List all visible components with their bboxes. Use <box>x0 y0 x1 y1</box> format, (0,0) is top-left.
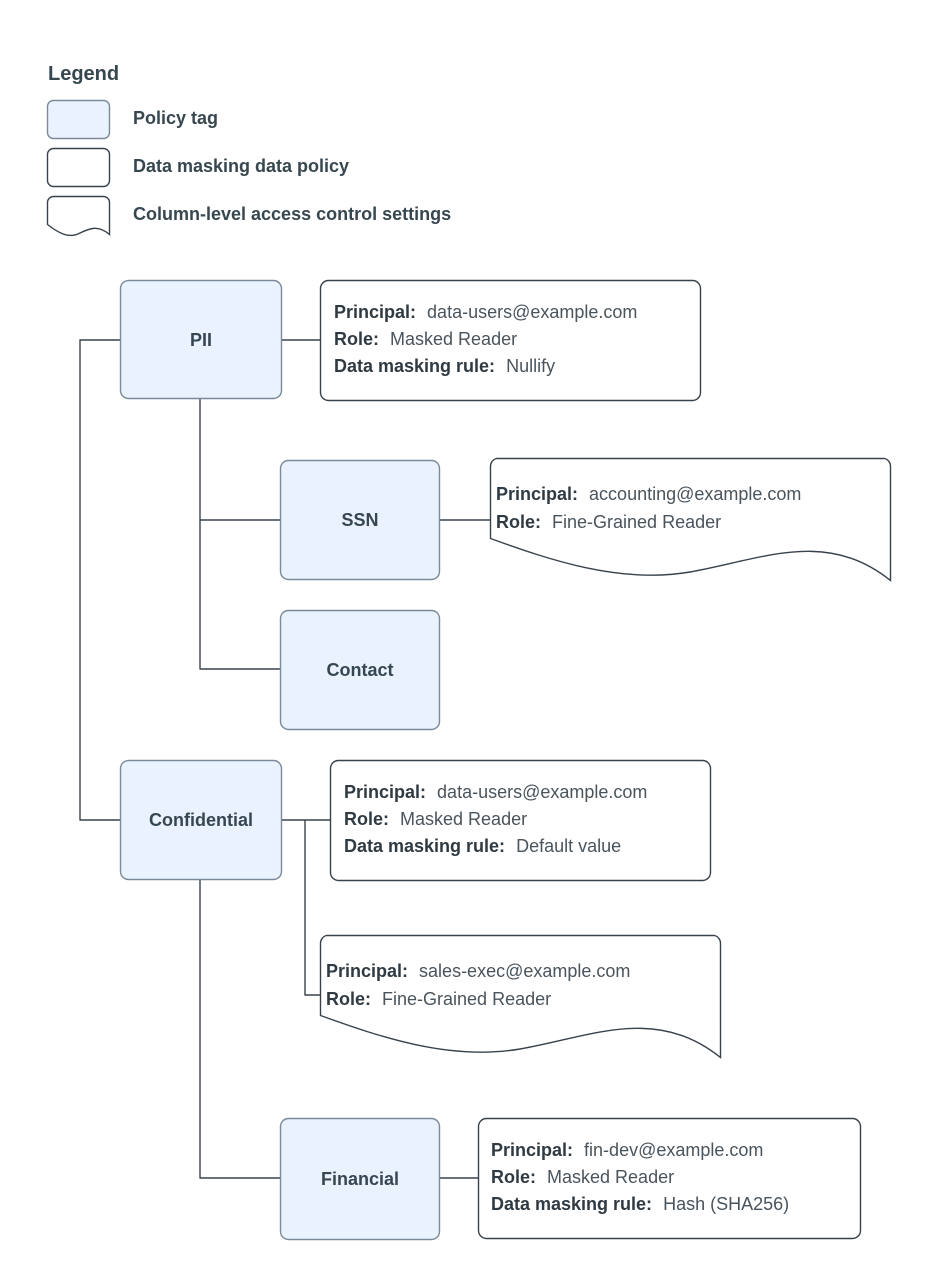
connector-lines <box>79 339 490 1179</box>
node-confidential-box[interactable] <box>119 759 283 881</box>
legend-label-column-level-access: Column-level access control settings <box>133 204 451 224</box>
legend-label-data-masking-policy: Data masking data policy <box>133 156 349 176</box>
detail-ssn-principal-value: accounting@example.com <box>589 484 801 504</box>
connector-confidential-financial <box>199 880 280 1179</box>
detail-box-pii-outline[interactable] <box>319 279 702 402</box>
connector-confidential-detail-2 <box>304 820 320 996</box>
node-confidential-label: Confidential <box>149 810 253 830</box>
detail-ssn-role-key: Role: <box>496 512 541 532</box>
detail-confidential-role: Role: Masked Reader <box>344 809 527 829</box>
detail-financial-masking-rule-key: Data masking rule: <box>491 1194 652 1214</box>
detail-pii-principal-value: data-users@example.com <box>427 302 637 322</box>
detail-pii-role: Role: Masked Reader <box>334 329 517 349</box>
detail-pii-role-value: Masked Reader <box>390 329 517 349</box>
policy-tag-swatch <box>46 99 111 140</box>
data-masking-policy-swatch <box>46 147 111 188</box>
detail-ssn-principal: Principal: accounting@example.com <box>496 484 801 504</box>
connector-pii-contact <box>199 520 280 670</box>
detail-ssn-role: Role: Fine-Grained Reader <box>496 512 721 532</box>
detail-confidential-masking-rule-key: Data masking rule: <box>344 836 505 856</box>
connector-pii-ssn <box>199 398 280 521</box>
detail-confidential-masking-rule: Data masking rule: Default value <box>344 836 621 856</box>
detail-box-confidential-1-outline[interactable] <box>329 759 712 882</box>
detail-box-financial-outline[interactable] <box>477 1117 862 1240</box>
node-financial-box[interactable] <box>279 1117 441 1241</box>
policy-tag-nodes: PII SSN Contact Confidential Financial <box>119 279 441 1241</box>
detail-box-ssn-outline[interactable] <box>489 457 892 582</box>
detail-confidential-role-key: Role: <box>344 809 389 829</box>
detail-confidential-principal-value: data-users@example.com <box>437 782 647 802</box>
node-contact-box[interactable] <box>279 609 441 731</box>
detail-box-pii-masking-policy[interactable]: Principal: data-users@example.com Role: … <box>319 279 702 402</box>
detail-sales-exec-role-value: Fine-Grained Reader <box>382 989 551 1009</box>
detail-sales-exec-principal: Principal: sales-exec@example.com <box>326 961 630 981</box>
detail-financial-principal-key: Principal: <box>491 1140 573 1160</box>
node-pii-label: PII <box>190 330 212 350</box>
detail-box-confidential-access-settings[interactable]: Principal: sales-exec@example.com Role: … <box>319 934 722 1059</box>
node-contact[interactable]: Contact <box>279 609 441 731</box>
detail-pii-masking-rule-key: Data masking rule: <box>334 356 495 376</box>
detail-confidential-principal: Principal: data-users@example.com <box>344 782 647 802</box>
detail-box-ssn-access-settings[interactable]: Principal: accounting@example.com Role: … <box>489 457 892 582</box>
detail-sales-exec-role: Role: Fine-Grained Reader <box>326 989 551 1009</box>
detail-financial-principal-value: fin-dev@example.com <box>584 1140 763 1160</box>
detail-ssn-role-value: Fine-Grained Reader <box>552 512 721 532</box>
legend: Legend Policy tag Data masking data poli… <box>46 63 451 237</box>
legend-label-policy-tag: Policy tag <box>133 108 218 128</box>
detail-sales-exec-principal-value: sales-exec@example.com <box>419 961 630 981</box>
node-confidential[interactable]: Confidential <box>119 759 283 881</box>
detail-sales-exec-role-key: Role: <box>326 989 371 1009</box>
detail-box-confidential-2-outline[interactable] <box>319 934 722 1059</box>
detail-confidential-principal-key: Principal: <box>344 782 426 802</box>
connector-trunk-pii-confidential <box>79 339 120 821</box>
detail-pii-role-key: Role: <box>334 329 379 349</box>
detail-box-confidential-masking-policy[interactable]: Principal: data-users@example.com Role: … <box>329 759 712 882</box>
node-pii-box[interactable] <box>119 279 283 400</box>
node-ssn-label: SSN <box>341 510 378 530</box>
detail-financial-masking-rule-value: Hash (SHA256) <box>663 1194 789 1214</box>
column-level-access-swatch <box>46 195 111 237</box>
detail-sales-exec-principal-key: Principal: <box>326 961 408 981</box>
detail-pii-masking-rule: Data masking rule: Nullify <box>334 356 555 376</box>
detail-pii-principal-key: Principal: <box>334 302 416 322</box>
detail-financial-role: Role: Masked Reader <box>491 1167 674 1187</box>
detail-pii-principal: Principal: data-users@example.com <box>334 302 637 322</box>
detail-confidential-role-value: Masked Reader <box>400 809 527 829</box>
node-financial[interactable]: Financial <box>279 1117 441 1241</box>
node-financial-label: Financial <box>321 1169 399 1189</box>
detail-ssn-principal-key: Principal: <box>496 484 578 504</box>
detail-pii-masking-rule-value: Nullify <box>506 356 555 376</box>
detail-financial-masking-rule: Data masking rule: Hash (SHA256) <box>491 1194 789 1214</box>
legend-title: Legend <box>48 63 119 85</box>
detail-financial-role-value: Masked Reader <box>547 1167 674 1187</box>
node-contact-label: Contact <box>327 660 394 680</box>
detail-financial-principal: Principal: fin-dev@example.com <box>491 1140 763 1160</box>
detail-box-financial-masking-policy[interactable]: Principal: fin-dev@example.com Role: Mas… <box>477 1117 862 1240</box>
node-pii[interactable]: PII <box>119 279 283 400</box>
node-ssn-box[interactable] <box>279 459 441 581</box>
node-ssn[interactable]: SSN <box>279 459 441 581</box>
detail-financial-role-key: Role: <box>491 1167 536 1187</box>
detail-confidential-masking-rule-value: Default value <box>516 836 621 856</box>
